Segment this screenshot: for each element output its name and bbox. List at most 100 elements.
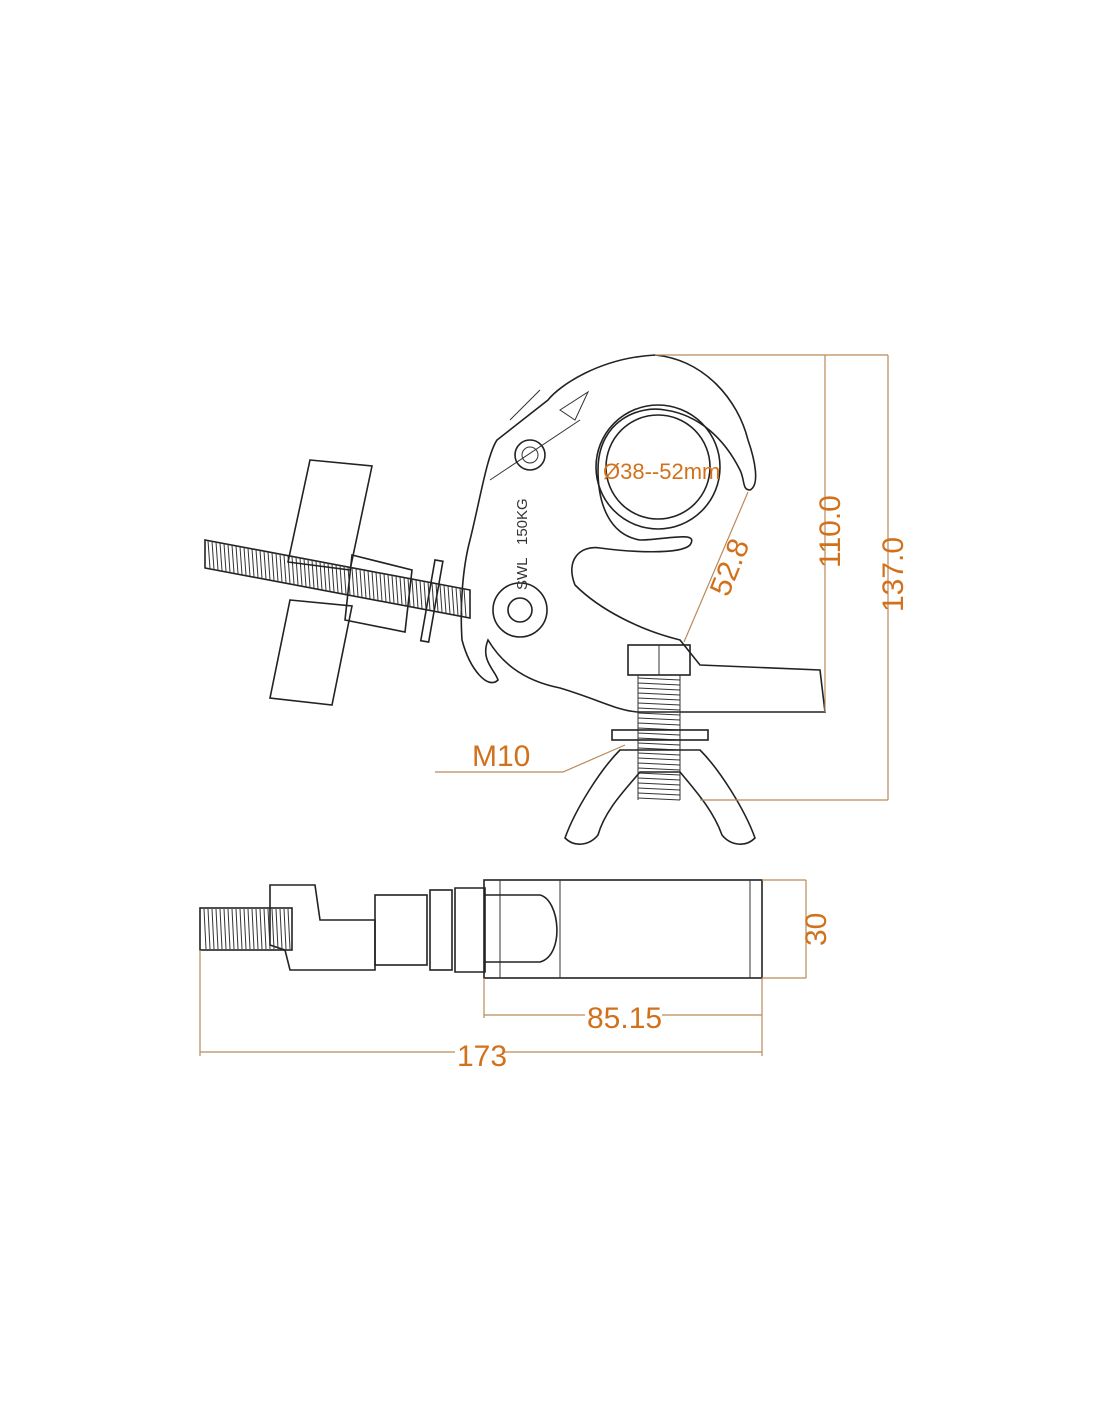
thread-line [255,549,259,578]
thread-line [255,908,259,950]
thread-line [637,792,681,796]
top-dimension-lines [199,879,807,1056]
thread-line [279,908,283,950]
thread-line [351,567,355,596]
thread-line [235,908,239,950]
thread-line [251,908,255,950]
thread-line [331,563,335,592]
thread-line [637,772,681,776]
body-length-label: 85.15 [587,1002,662,1035]
thread-line [637,757,681,761]
thread-line [207,908,211,950]
total-height-label: 137.0 [877,537,910,612]
clamp-body-outline [460,354,826,713]
thread-line [219,908,223,950]
thread-line [387,574,391,603]
thread-line [443,585,447,614]
thread-line [339,565,343,594]
thread-line [383,573,387,602]
top-view: 30 85.15 173 [199,879,833,1073]
thread-line [247,548,251,577]
thread-line [231,908,235,950]
thread-line [259,908,263,950]
thread-line [275,908,279,950]
thread-line [335,564,339,593]
thread-line [355,568,359,597]
m10-bolt [564,644,756,845]
thread-line [363,569,367,599]
latch-top [485,894,558,963]
thread-line [235,545,239,574]
thread-line [637,677,681,681]
thread-line [227,908,231,950]
t-handle-top [269,884,376,971]
width-label: 30 [800,913,833,946]
thread-line [423,581,427,610]
thread-line [231,545,235,574]
thread-line [375,572,379,601]
spring-pin [514,439,546,471]
thread-line [391,575,395,604]
thread-line [637,777,681,781]
thread-line [637,742,681,746]
dimension-lines [435,354,889,801]
thread-line [275,553,279,582]
t-handle-lower-wing [269,599,353,706]
thread-line [283,554,287,583]
thread-line [447,585,451,614]
wing-nut [564,749,756,845]
thread-line [637,732,681,736]
thread-line [223,543,227,572]
thread-line [251,548,255,577]
thread-line [283,908,287,950]
thread-line [637,702,681,706]
thread-line [637,722,681,726]
thread-line [419,580,423,609]
thread-line [455,587,459,616]
thread-line [299,557,303,586]
thread-line [459,588,463,617]
pivot-bolt-inner [507,597,533,623]
thread-line [637,687,681,691]
tube-diameter-label: Ø38--52mm [603,459,720,484]
thread-line [637,767,681,771]
thread-line [637,712,681,716]
thread-line [263,908,267,950]
thread-line [637,762,681,766]
thread-line [637,707,681,711]
swl-marking: SWL [514,557,531,590]
t-handle-screw [204,459,471,706]
thread-line [215,908,219,950]
thread-line [271,908,275,950]
total-length-label: 173 [457,1040,507,1073]
thread-line [243,908,247,950]
thread-line [259,550,263,579]
thread-line [371,571,375,600]
latch-lines [489,389,590,481]
thread-line [637,752,681,756]
clamp-body-top [483,879,763,979]
thread-line [291,556,295,585]
jaw-opening-label: 52.8 [704,534,756,601]
thread-line [307,559,311,588]
thread-line [637,692,681,696]
thread-line [211,541,215,570]
body-height-label: 110.0 [814,495,847,568]
thread-line [295,557,299,586]
thread-line [239,546,243,575]
t-handle-upper-wing [287,459,373,571]
thread-line [279,554,283,583]
thread-line [637,787,681,791]
spring-pin-inner [521,446,539,464]
thread-line [215,542,219,571]
thread-line [379,572,383,602]
thread-line [207,540,211,569]
thread-line [223,908,227,950]
thread-line [271,552,275,581]
thread-line [287,908,291,950]
thread-line [267,908,271,950]
thread-line [463,588,467,617]
screw-threads [207,540,467,617]
thread-line [403,577,407,606]
